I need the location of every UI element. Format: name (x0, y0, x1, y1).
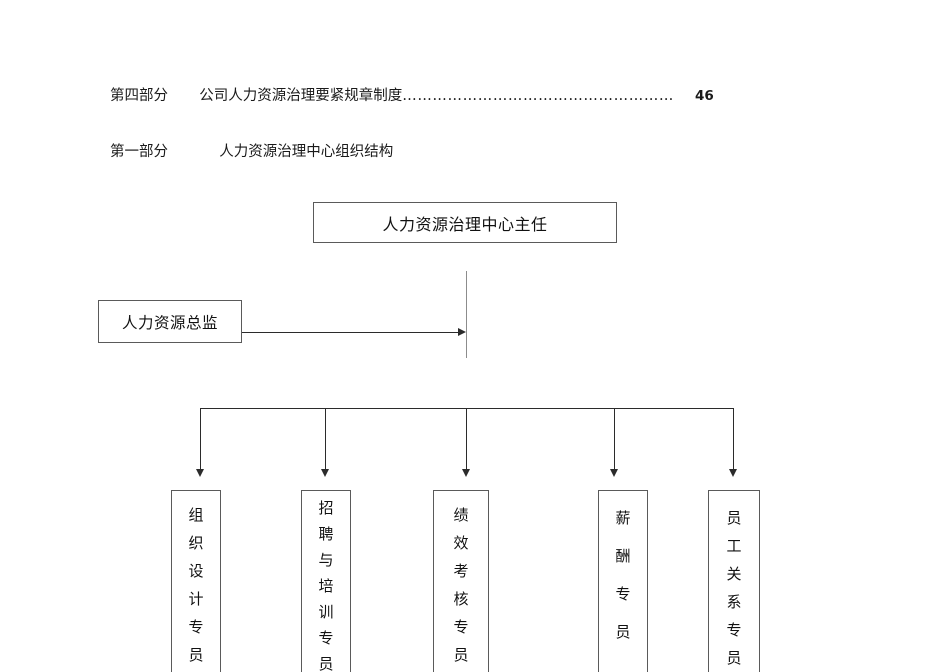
vertical-char: 员 (318, 655, 334, 672)
section-heading-part-one: 第一部分 人力资源治理中心组织结构 (110, 145, 393, 160)
arrow-down-icon-5 (729, 469, 737, 477)
org-node-side-label: 人力资源总监 (121, 313, 218, 332)
vertical-char: 设 (188, 562, 204, 580)
vertical-char: 工 (726, 537, 742, 555)
org-node-leaf-1: 组织设计专员 (171, 490, 221, 672)
vertical-char: 考 (453, 562, 469, 580)
vertical-char: 计 (188, 590, 204, 608)
vertical-char: 关 (726, 565, 742, 583)
org-node-top: 人力资源治理中心主任 (313, 202, 617, 243)
org-node-leaf-2: 招聘与培训专员 (301, 490, 351, 672)
vertical-char: 酬 (615, 547, 631, 565)
vertical-char: 招 (318, 499, 334, 517)
org-distribution-bar (200, 408, 734, 409)
vertical-char: 员 (726, 649, 742, 667)
arrow-down-icon-1 (196, 469, 204, 477)
org-drop-line-3 (466, 408, 467, 470)
vertical-char: 专 (318, 629, 334, 647)
vertical-char: 织 (188, 534, 204, 552)
toc-entry-part-four: 第四部分 公司人力资源治理要紧规章制度……………………………………………… 46 (110, 88, 714, 104)
arrow-down-icon-3 (462, 469, 470, 477)
vertical-char: 专 (188, 618, 204, 636)
vertical-char: 薪 (615, 509, 631, 527)
vertical-char: 专 (453, 618, 469, 636)
org-node-top-label: 人力资源治理中心主任 (382, 214, 548, 234)
vertical-char: 培 (318, 577, 334, 595)
org-drop-line-1 (200, 408, 201, 470)
org-connector-side-to-spine (242, 332, 459, 333)
arrow-right-icon (458, 328, 466, 336)
vertical-char: 聘 (318, 525, 334, 543)
org-drop-line-4 (614, 408, 615, 470)
vertical-char: 员 (188, 646, 204, 664)
arrow-down-icon-2 (321, 469, 329, 477)
vertical-char: 与 (318, 551, 334, 569)
org-node-leaf-5: 员工关系专员 (708, 490, 760, 672)
org-drop-line-5 (733, 408, 734, 470)
vertical-char: 专 (726, 621, 742, 639)
toc-leader-dots: ……………………………………………… (402, 88, 675, 104)
org-spine-vertical (466, 271, 467, 358)
toc-entry-title: 公司人力资源治理要紧规章制度 (199, 88, 403, 104)
vertical-char: 员 (453, 646, 469, 664)
org-node-leaf-3: 绩效考核专员 (433, 490, 489, 672)
org-drop-line-2 (325, 408, 326, 470)
vertical-char: 核 (453, 590, 469, 608)
toc-entry-page-number: 46 (695, 88, 714, 104)
org-node-leaf-4: 薪酬专员 (598, 490, 648, 672)
section-heading-label: 第一部分 (110, 144, 168, 160)
vertical-char: 员 (615, 623, 631, 641)
toc-entry-section-label: 第四部分 (110, 88, 168, 104)
vertical-char: 组 (188, 506, 204, 524)
section-heading-title: 人力资源治理中心组织结构 (219, 144, 394, 160)
vertical-char: 专 (615, 585, 631, 603)
vertical-char: 效 (453, 534, 469, 552)
vertical-char: 绩 (453, 506, 469, 524)
org-node-side: 人力资源总监 (98, 300, 242, 343)
vertical-char: 员 (726, 509, 742, 527)
vertical-char: 系 (726, 593, 742, 611)
arrow-down-icon-4 (610, 469, 618, 477)
vertical-char: 训 (318, 603, 334, 621)
